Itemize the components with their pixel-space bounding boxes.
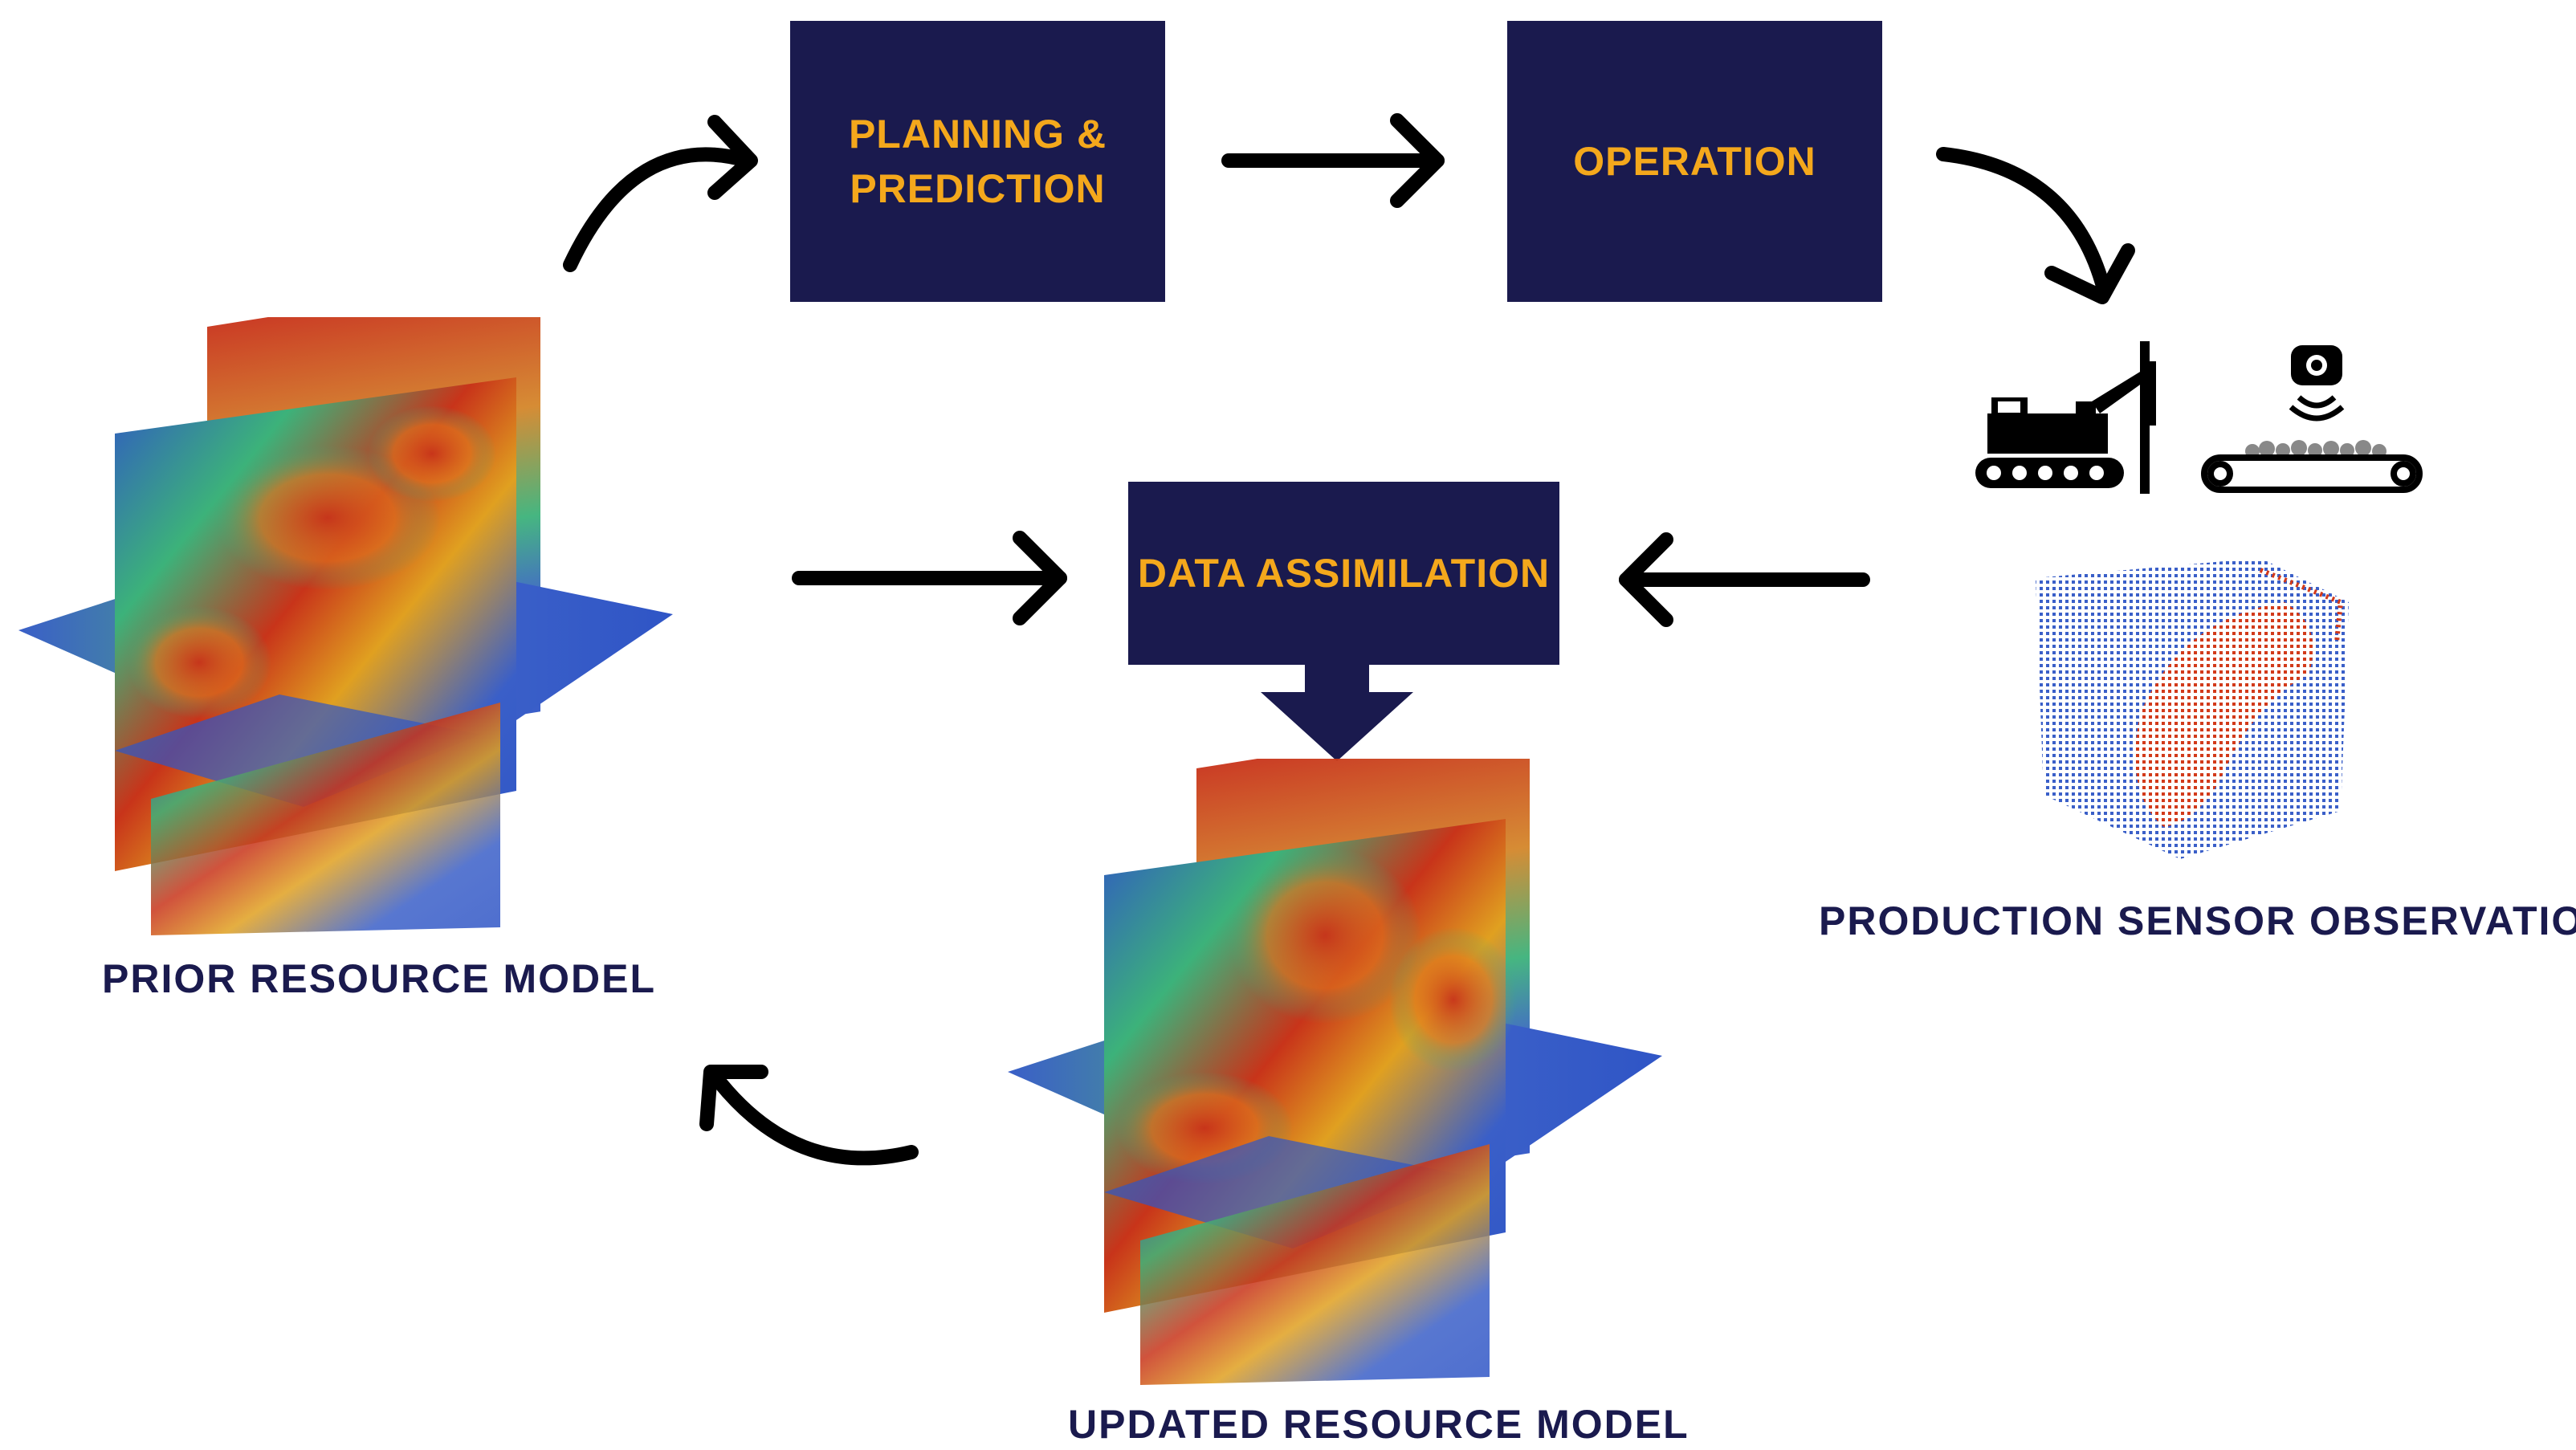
prior-resource-model-image <box>18 317 673 935</box>
updated-resource-model-image <box>1008 759 1662 1385</box>
arrow-prior-to-planning <box>563 147 754 272</box>
data-assimilation-box: DATA ASSIMILATION <box>1128 482 1559 665</box>
arrow-planning-to-operation-head <box>1390 113 1445 208</box>
planning-prediction-box: PLANNING & PREDICTION <box>790 21 1165 302</box>
arrow-updated-to-prior-head <box>699 1065 768 1131</box>
arrow-sensors-to-assimilation-head <box>1619 532 1673 627</box>
point-cloud-icon <box>2036 558 2349 859</box>
arrow-assimilation-to-updated <box>1261 662 1413 761</box>
arrow-updated-to-prior <box>707 1069 919 1166</box>
operation-label: OPERATION <box>1573 139 1816 184</box>
arrow-operation-to-sensors <box>1936 147 2111 296</box>
arrow-prior-to-planning-head <box>707 115 758 200</box>
conveyor-belt-icon <box>2201 345 2423 493</box>
arrow-operation-to-sensors-head <box>2044 243 2135 304</box>
sensor-icon <box>2289 345 2345 422</box>
arrow-prior-to-assimilation-head <box>1013 531 1067 625</box>
prior-resource-model-label: PRIOR RESOURCE MODEL <box>102 956 657 1001</box>
production-sensor-observations-label: PRODUCTION SENSOR OBSERVATIONS <box>1819 898 2576 943</box>
operation-box: OPERATION <box>1507 21 1882 302</box>
updated-resource-model-label: UPDATED RESOURCE MODEL <box>1068 1402 1689 1447</box>
planning-prediction-label: PLANNING & PREDICTION <box>848 112 1107 211</box>
data-assimilation-label: DATA ASSIMILATION <box>1137 551 1551 596</box>
drill-rig-icon <box>1975 341 2156 494</box>
